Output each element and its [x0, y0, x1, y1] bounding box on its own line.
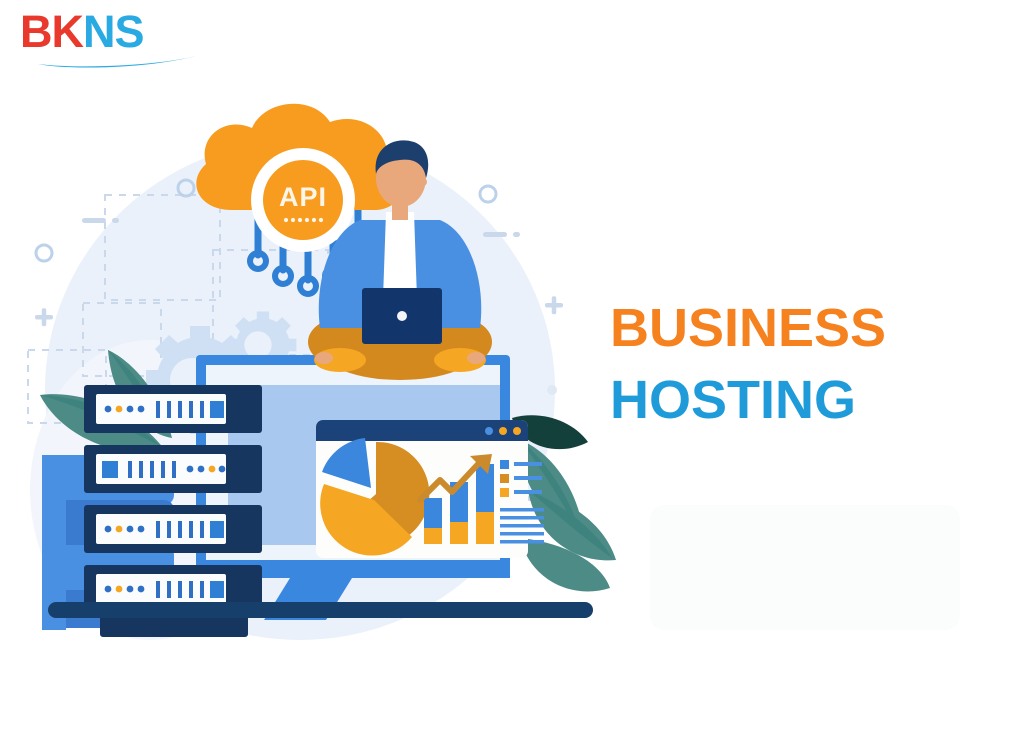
server-unit — [84, 445, 262, 493]
headline-block: BUSINESS HOSTING — [610, 292, 1010, 436]
dashboard-text-lines — [500, 508, 544, 544]
pie-chart — [320, 438, 430, 556]
logo-text-bk: BK — [20, 6, 84, 57]
server-unit — [84, 565, 262, 613]
server-rack — [84, 385, 262, 637]
person-with-laptop — [308, 140, 492, 380]
logo-wordmark: BKNS — [14, 8, 204, 56]
server-unit — [84, 505, 262, 553]
dashboard-window — [316, 420, 544, 558]
decorative-panel — [650, 505, 960, 630]
bar-chart — [417, 454, 494, 544]
headline-line-business: BUSINESS — [610, 298, 887, 358]
logo-text-ns: NS — [83, 6, 145, 57]
dashboard-legend — [500, 460, 542, 497]
bkns-logo[interactable]: BKNS — [14, 8, 204, 72]
window-dots — [485, 427, 521, 435]
logo-swoosh-icon — [38, 56, 196, 68]
trend-arrow-icon — [417, 459, 483, 503]
api-cloud — [196, 103, 402, 297]
api-badge-dots — [283, 217, 324, 223]
server-unit — [84, 385, 262, 433]
headline-line-hosting: HOSTING — [610, 370, 857, 430]
hosting-illustration — [0, 60, 640, 660]
ground-baseline — [48, 602, 593, 618]
